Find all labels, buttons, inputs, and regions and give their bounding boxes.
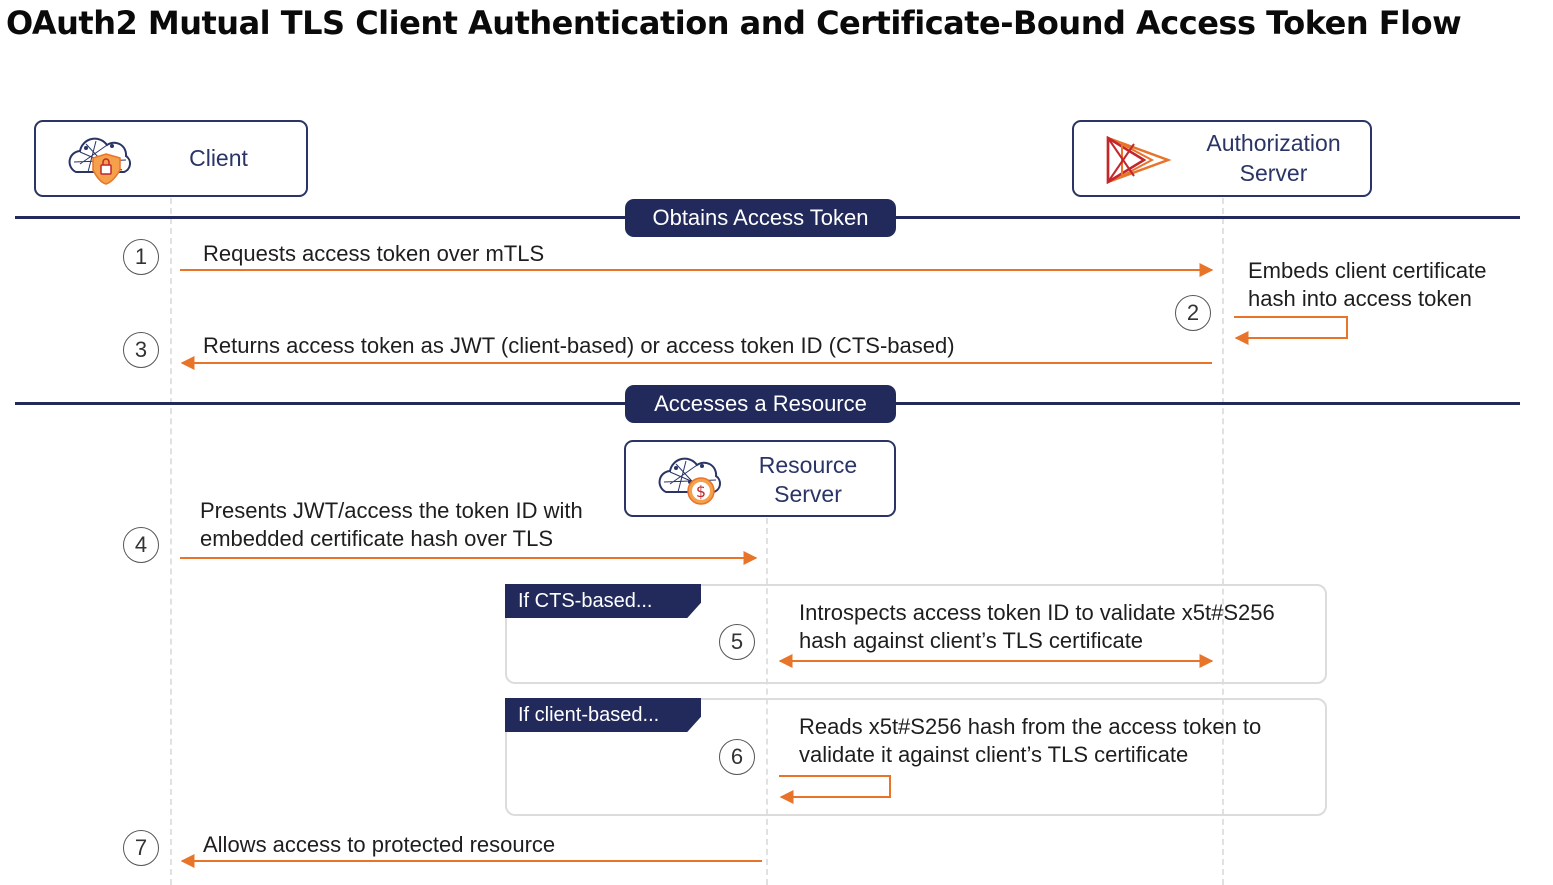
auth-server-lifeline — [1222, 198, 1224, 885]
step-4-number: 4 — [123, 527, 159, 563]
arrow-step-2-self — [1234, 316, 1348, 345]
cloud-lock-icon — [68, 137, 131, 185]
svg-text:$: $ — [696, 482, 706, 501]
step-7-number: 7 — [123, 830, 159, 866]
step-6-text-line2: validate it against client’s TLS certifi… — [799, 742, 1189, 767]
step-6-text-line1: Reads x5t#S256 hash from the access toke… — [799, 714, 1262, 739]
client-label: Client — [189, 145, 248, 171]
step-6-number: 6 — [719, 739, 755, 775]
step-2-text-line2: hash into access token — [1248, 286, 1472, 311]
step-1-number: 1 — [123, 239, 159, 275]
resource-server-lifeline — [766, 518, 768, 885]
step-2-number: 2 — [1175, 295, 1211, 331]
step-2-text-line1: Embeds client certificate — [1248, 258, 1487, 283]
step-5-number: 5 — [719, 624, 755, 660]
section-banner-access: Accesses a Resource — [625, 385, 896, 423]
step-4-text-line1: Presents JWT/access the token ID with — [200, 498, 583, 523]
cts-based-panel — [505, 584, 1327, 684]
step-3-number: 3 — [123, 332, 159, 368]
resource-server-label-line1: Resource — [758, 452, 858, 478]
step-5-text-line2: hash against client’s TLS certificate — [799, 628, 1144, 653]
authorization-server-label-line2: Server — [1239, 160, 1308, 186]
authorization-server-label-line1: Authorization — [1206, 130, 1341, 156]
step-1-text: Requests access token over mTLS — [203, 241, 545, 266]
client-based-flag: If client-based... — [505, 698, 701, 732]
step-3-text: Returns access token as JWT (client-base… — [203, 333, 955, 358]
page-title: OAuth2 Mutual TLS Client Authentication … — [6, 4, 1462, 42]
step-7-text: Allows access to protected resource — [203, 832, 556, 857]
client-based-panel — [505, 698, 1327, 816]
section-banner-obtain: Obtains Access Token — [625, 199, 896, 237]
cts-based-flag: If CTS-based... — [505, 584, 701, 618]
client-box: Client — [34, 120, 308, 197]
step-5-text-line1: Introspects access token ID to validate … — [799, 600, 1275, 625]
arrow-step-6-self — [779, 775, 891, 804]
client-lifeline — [170, 198, 172, 885]
cloud-dollar-icon: $ — [658, 457, 721, 505]
play-triangles-logo-icon — [1106, 135, 1172, 185]
resource-server-box: $ Resource Server — [624, 440, 896, 517]
step-4-text-line2: embedded certificate hash over TLS — [200, 526, 554, 551]
resource-server-label-line2: Server — [774, 481, 842, 507]
authorization-server-box: Authorization Server — [1072, 120, 1372, 197]
